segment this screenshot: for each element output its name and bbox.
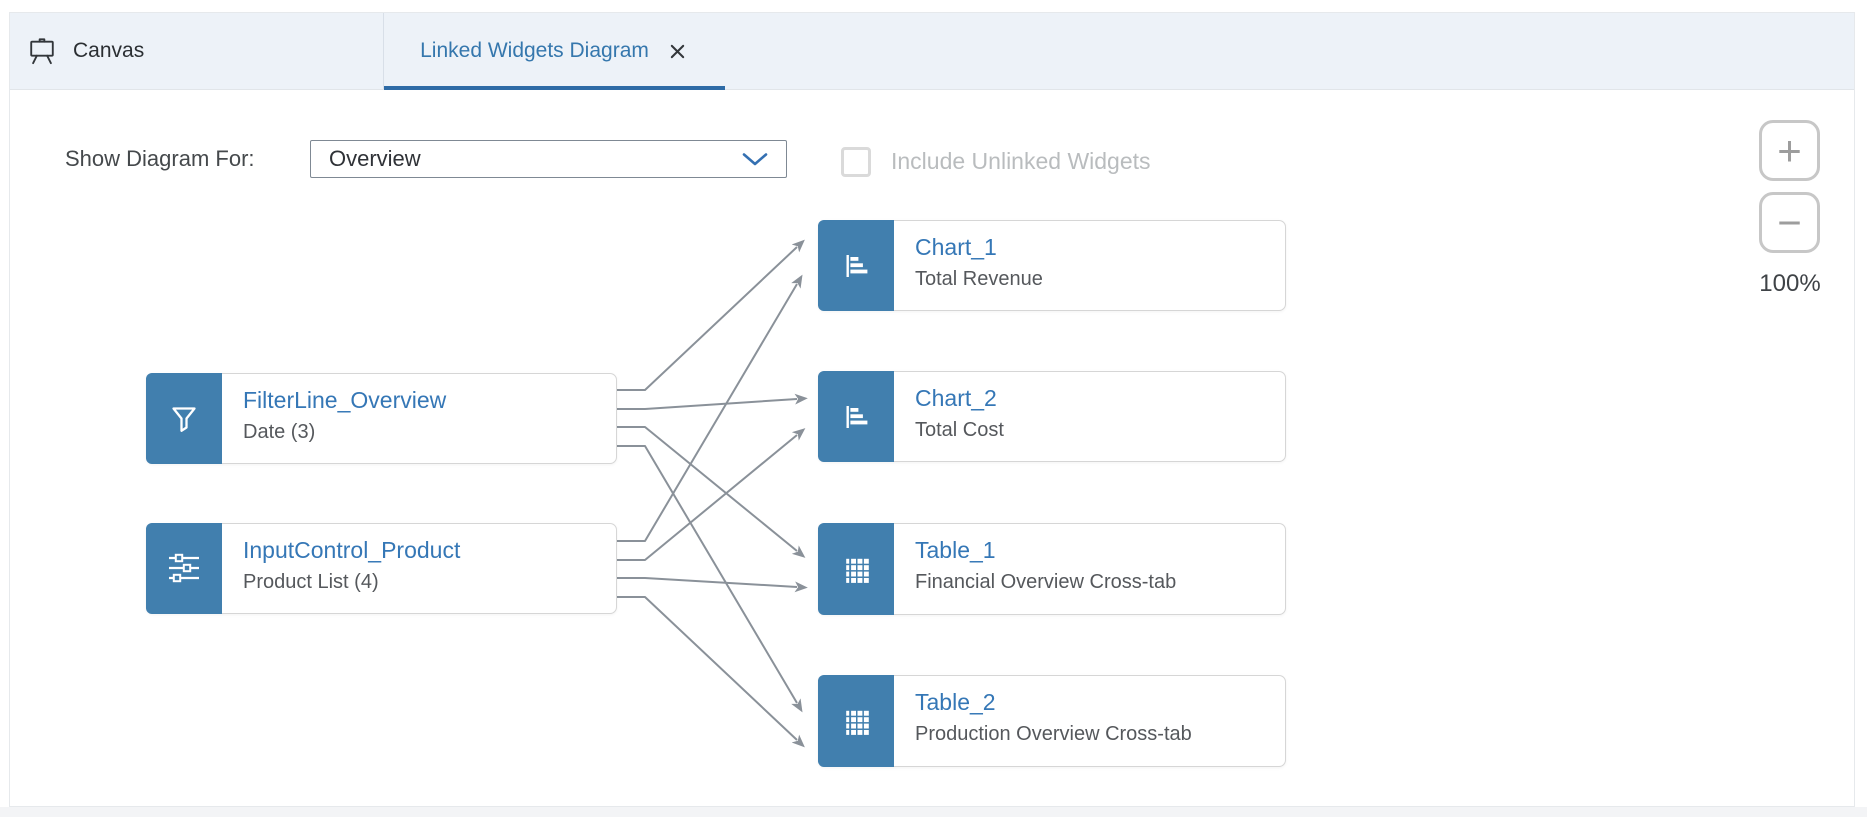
tab-bar: Canvas Linked Widgets Diagram	[10, 13, 1854, 90]
node-subtitle: Product List (4)	[243, 571, 379, 593]
node-subtitle: Date (3)	[243, 421, 316, 443]
node-title: FilterLine_Overview	[243, 387, 447, 413]
node-chart-1[interactable]: Chart_1 Total Revenue	[818, 220, 1286, 311]
include-unlinked-label: Include Unlinked Widgets	[891, 148, 1151, 174]
bar-chart-icon	[818, 220, 894, 311]
node-subtitle: Total Cost	[915, 419, 1004, 441]
node-subtitle: Production Overview Cross-tab	[915, 723, 1192, 745]
node-title: Table_2	[915, 689, 996, 715]
node-subtitle: Financial Overview Cross-tab	[915, 571, 1177, 593]
node-subtitle: Total Revenue	[915, 268, 1043, 290]
zoom-level: 100%	[1759, 270, 1821, 297]
node-chart-2[interactable]: Chart_2 Total Cost	[818, 371, 1286, 462]
page-select-value: Overview	[329, 146, 421, 171]
plus-icon: +	[1777, 126, 1802, 174]
tab-canvas-label: Canvas	[73, 39, 145, 62]
minus-icon: −	[1777, 198, 1802, 246]
include-unlinked-checkbox[interactable]	[841, 147, 871, 177]
show-diagram-for-label: Show Diagram For:	[65, 146, 255, 171]
node-title: Chart_2	[915, 385, 997, 411]
table-icon	[818, 523, 894, 615]
node-table-1[interactable]: Table_1 Financial Overview Cross-tab	[818, 523, 1286, 615]
node-table-2[interactable]: Table_2 Production Overview Cross-tab	[818, 675, 1286, 767]
node-inputcontrol-product[interactable]: InputControl_Product Product List (4)	[146, 523, 617, 614]
node-filterline-overview[interactable]: FilterLine_Overview Date (3)	[146, 373, 617, 464]
node-title: Table_1	[915, 537, 996, 563]
tab-diagram-label: Linked Widgets Diagram	[420, 39, 649, 62]
node-title: InputControl_Product	[243, 537, 461, 563]
tab-linked-widgets-diagram[interactable]: Linked Widgets Diagram	[384, 13, 725, 90]
filter-icon	[146, 373, 222, 464]
table-icon	[818, 675, 894, 767]
chevron-down-icon	[742, 152, 768, 167]
zoom-in-button[interactable]: +	[1759, 120, 1820, 181]
sliders-icon	[146, 523, 222, 614]
easel-icon	[27, 36, 57, 66]
node-title: Chart_1	[915, 234, 997, 260]
page-select[interactable]: Overview	[310, 140, 787, 178]
page-edge	[0, 807, 1867, 817]
tab-canvas[interactable]: Canvas	[10, 13, 384, 89]
bar-chart-icon	[818, 371, 894, 462]
zoom-out-button[interactable]: −	[1759, 192, 1820, 253]
close-icon[interactable]	[667, 40, 689, 62]
